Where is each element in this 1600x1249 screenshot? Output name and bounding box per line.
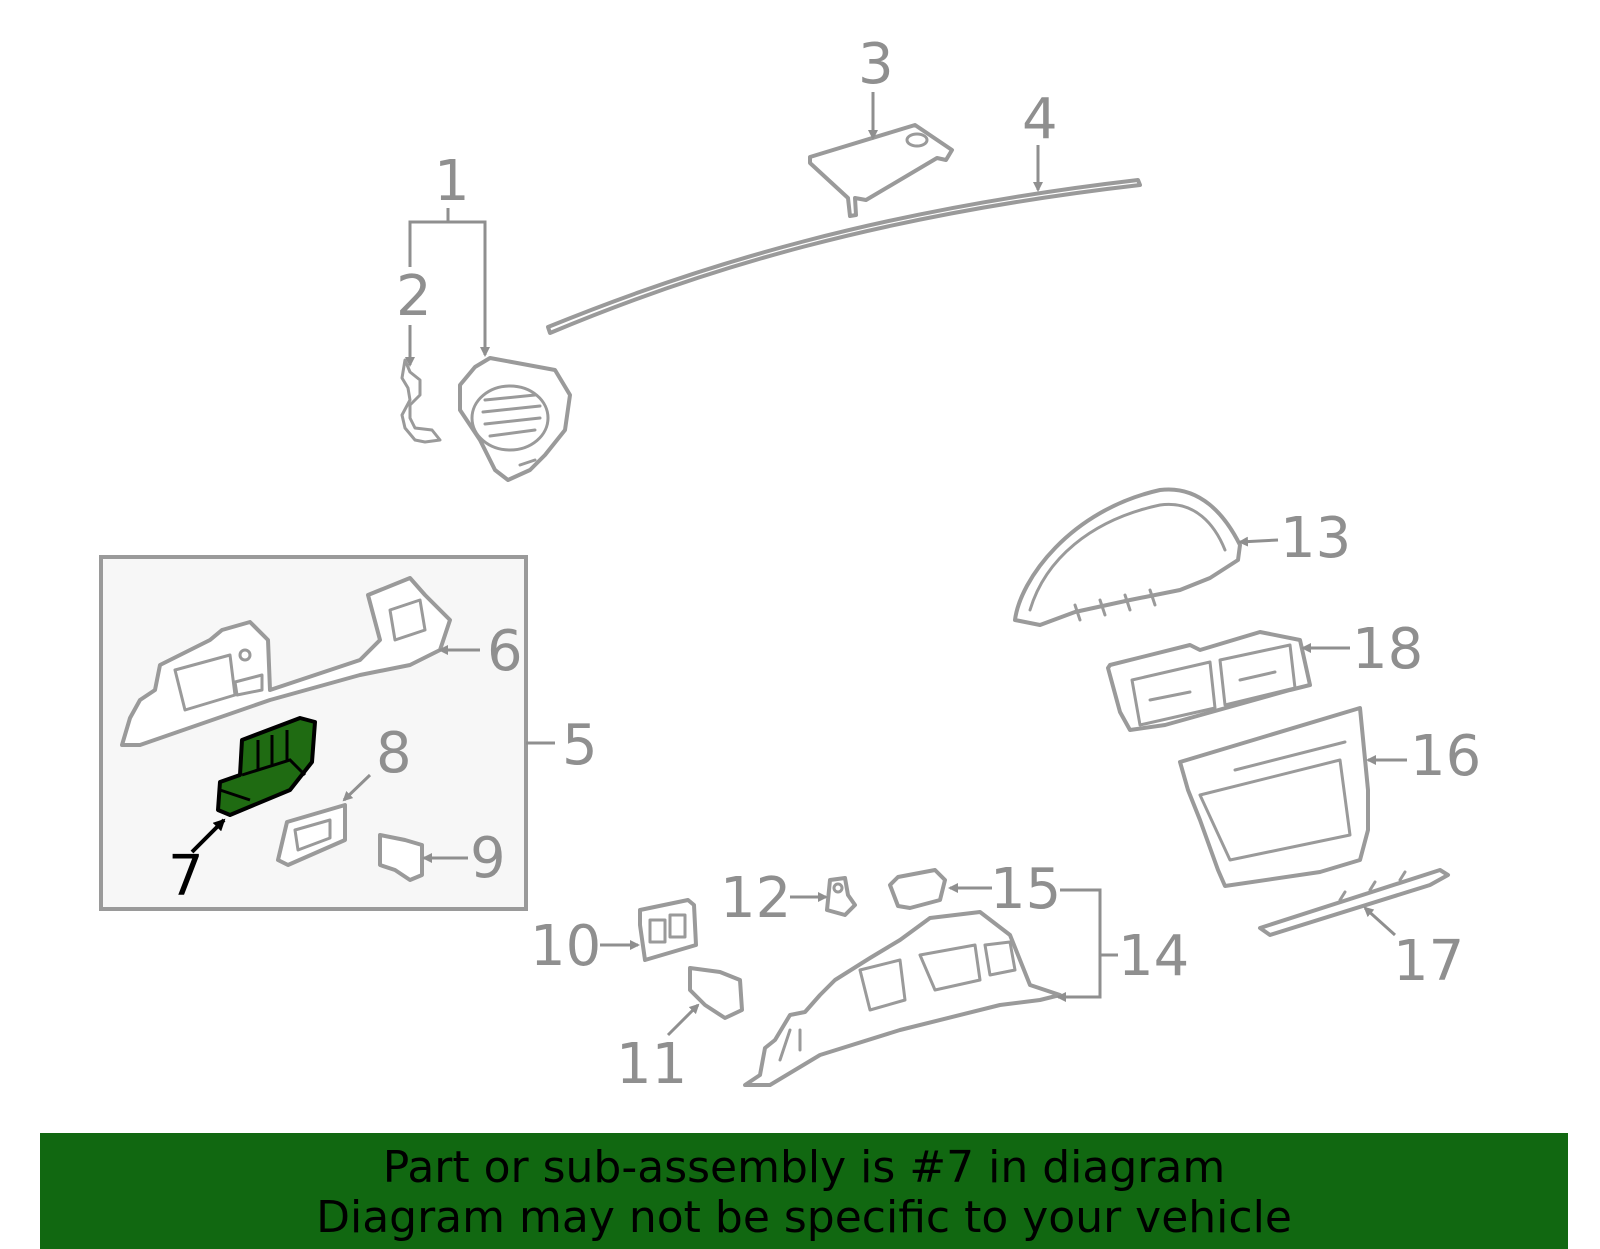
banner-line-2: Diagram may not be specific to your vehi…	[316, 1192, 1292, 1243]
part-6-lower-panel[interactable]	[120, 576, 452, 747]
callout-15: 15	[990, 857, 1061, 922]
part-9[interactable]	[378, 833, 424, 882]
info-banner: Part or sub-assembly is #7 in diagram Di…	[40, 1133, 1568, 1249]
part-11[interactable]	[688, 966, 744, 1020]
callout-14: 14	[1118, 924, 1189, 989]
callout-labels: 1 2 3 4 5 6 7 8 9 10 11 12 13 14 15 16 1…	[168, 32, 1481, 1097]
part-1-vent-bezel[interactable]	[458, 356, 572, 482]
callout-5: 5	[562, 713, 598, 778]
callout-8: 8	[376, 721, 412, 786]
part-17-trim[interactable]	[1258, 868, 1450, 937]
part-3-cover[interactable]	[808, 123, 954, 218]
callout-17: 17	[1393, 929, 1464, 994]
part-10-switch[interactable]	[638, 898, 698, 962]
part-2-clip[interactable]	[400, 358, 442, 444]
callout-1: 1	[434, 149, 470, 214]
part-15[interactable]	[888, 868, 947, 910]
part-16-center-bezel[interactable]	[1178, 706, 1370, 888]
leaders-top	[405, 92, 1043, 367]
part-12[interactable]	[825, 876, 857, 917]
callout-2: 2	[396, 264, 432, 329]
callout-10: 10	[530, 914, 601, 979]
callout-16: 16	[1410, 724, 1481, 789]
callout-13: 13	[1280, 506, 1351, 571]
callout-6: 6	[487, 619, 523, 684]
callout-11: 11	[616, 1032, 687, 1097]
leaders-right	[600, 536, 1407, 1037]
part-7-highlighted[interactable]	[216, 716, 317, 817]
part-13-cluster-hood[interactable]	[1013, 487, 1242, 627]
callout-18: 18	[1352, 617, 1423, 682]
callout-9: 9	[470, 826, 506, 891]
callout-4: 4	[1022, 87, 1058, 152]
part-4-trim-strip[interactable]	[546, 178, 1142, 335]
callout-12: 12	[720, 866, 791, 931]
banner-line-1: Part or sub-assembly is #7 in diagram	[382, 1142, 1226, 1193]
part-14-console[interactable]	[743, 910, 1062, 1087]
callout-3: 3	[858, 32, 894, 97]
part-8[interactable]	[276, 803, 347, 867]
part-18-vent[interactable]	[1106, 630, 1312, 732]
leaders-group-5	[190, 645, 555, 863]
callout-7: 7	[168, 844, 204, 909]
